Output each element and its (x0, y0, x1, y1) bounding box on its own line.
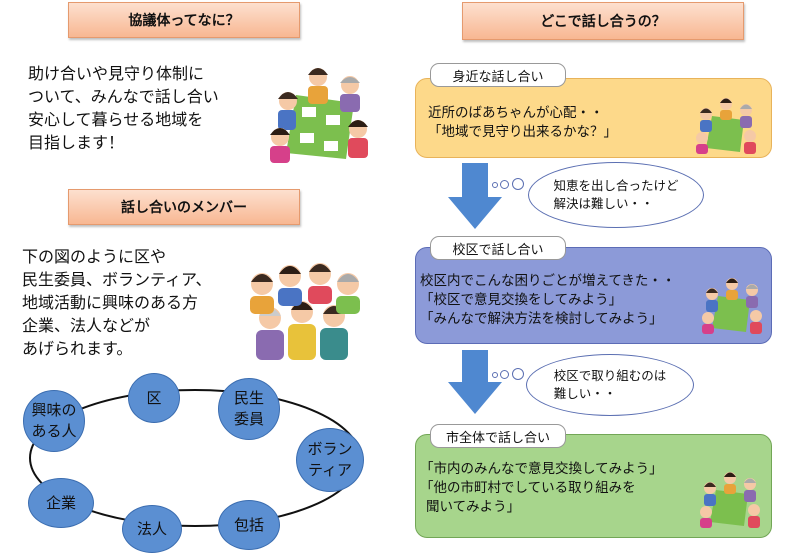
stage-line: 近所のばあちゃんが心配・・ (428, 105, 604, 121)
node-company: 企業 (28, 478, 94, 528)
node-volunteer: ボラン ティア (296, 428, 364, 492)
members-header: 話し合いのメンバー (68, 189, 300, 225)
stage-city-illustration (700, 472, 760, 528)
members-line: 下の図のように区や (22, 247, 167, 266)
stage-local-tab: 身近な話し合い (430, 63, 566, 87)
node-interested-person: 興味の ある人 (23, 390, 85, 452)
thought-bubble-dot (492, 182, 498, 188)
kyogitai-line: 目指します！ (28, 133, 125, 152)
node-label: 法人 (136, 519, 167, 538)
thought-bubble-dot (512, 368, 524, 380)
stage-city-tab: 市全体で話し合い (430, 424, 566, 448)
thought-bubble-dot (500, 370, 509, 379)
thought-cloud-2: 校区で取り組むのは 難しい・・ (526, 354, 694, 416)
members-line: 地域活動に興味のある方 (22, 293, 199, 312)
kyogitai-title: 協議体ってなに？ (128, 13, 240, 29)
stage-school-district-tab: 校区で話し合い (430, 236, 566, 260)
node-label: ボラン ティア (307, 440, 353, 479)
stage-city-text: 「市内のみんなで意見交換してみよう」 「他の市町村でしている取り組みを 聞いてみ… (420, 460, 663, 517)
stage-school-district-illustration (702, 278, 762, 334)
members-title: 話し合いのメンバー (121, 200, 247, 216)
members-line: 企業、法人などが (22, 316, 151, 335)
where-header: どこで話し合うの？ (462, 2, 744, 40)
stage-line: 聞いてみよう」 (426, 499, 521, 515)
stage-tab-label: 市全体で話し合い (445, 430, 550, 446)
node-label: 民生 委員 (233, 389, 264, 428)
meeting-illustration (270, 68, 368, 163)
node-label: 興味の ある人 (31, 401, 77, 440)
kyogitai-line: 助け合いや見守り体制に (28, 64, 205, 83)
members-line: あげられます。 (22, 339, 133, 358)
stage-line: 「校区で意見交換をしてみよう」 (420, 292, 623, 308)
node-ward: 区 (128, 373, 180, 423)
node-welfare-commissioner: 民生 委員 (218, 378, 280, 440)
kyogitai-line: 安心して暮らせる地域を (28, 110, 204, 129)
stage-line: 「地域で見守り出来るかな？」 (428, 124, 617, 140)
down-arrow-icon (448, 163, 502, 229)
thought-bubble-dot (500, 180, 509, 189)
stage-line: 「市内のみんなで意見交換してみよう」 (420, 461, 663, 477)
stage-tab-label: 校区で話し合い (452, 242, 544, 258)
kyogitai-header: 協議体ってなに？ (68, 2, 300, 38)
node-houkatsu: 包括 (218, 500, 280, 550)
stage-local-text: 近所のばあちゃんが心配・・ 「地域で見守り出来るかな？」 (428, 104, 617, 142)
thought-bubble-dot (492, 372, 498, 378)
node-label: 包括 (233, 515, 264, 534)
stage-line: 校区内でこんな困りごとが増えてきた・・ (420, 273, 676, 289)
members-line: 民生委員、ボランティア、 (22, 270, 212, 289)
stage-school-district-text: 校区内でこんな困りごとが増えてきた・・ 「校区で意見交換をしてみよう」 「みんな… (420, 272, 675, 329)
down-arrow-icon (448, 350, 502, 414)
thought-bubble-dot (512, 178, 524, 190)
stage-line: 「他の市町村でしている取り組みを (420, 480, 636, 496)
where-title: どこで話し合うの？ (540, 14, 666, 30)
stage-local-illustration (696, 98, 756, 154)
thought-line: 難しい・・ (553, 386, 617, 401)
thought-line: 校区で取り組むのは (553, 368, 667, 383)
members-description: 下の図のように区や 民生委員、ボランティア、 地域活動に興味のある方 企業、法人… (22, 245, 211, 360)
group-illustration (250, 263, 360, 360)
node-label: 区 (146, 388, 162, 407)
node-corporation: 法人 (122, 505, 182, 553)
kyogitai-line: ついて、みんなで話し合い (28, 87, 219, 106)
kyogitai-description: 助け合いや見守り体制に ついて、みんなで話し合い 安心して暮らせる地域を 目指し… (28, 62, 219, 154)
stage-tab-label: 身近な話し合い (452, 69, 544, 85)
thought-line: 知恵を出し合ったけど (553, 178, 679, 193)
node-label: 企業 (45, 493, 76, 512)
thought-cloud-1: 知恵を出し合ったけど 解決は難しい・・ (528, 162, 704, 228)
stage-line: 「みんなで解決方法を検討してみよう」 (420, 311, 663, 327)
thought-line: 解決は難しい・・ (553, 196, 654, 211)
